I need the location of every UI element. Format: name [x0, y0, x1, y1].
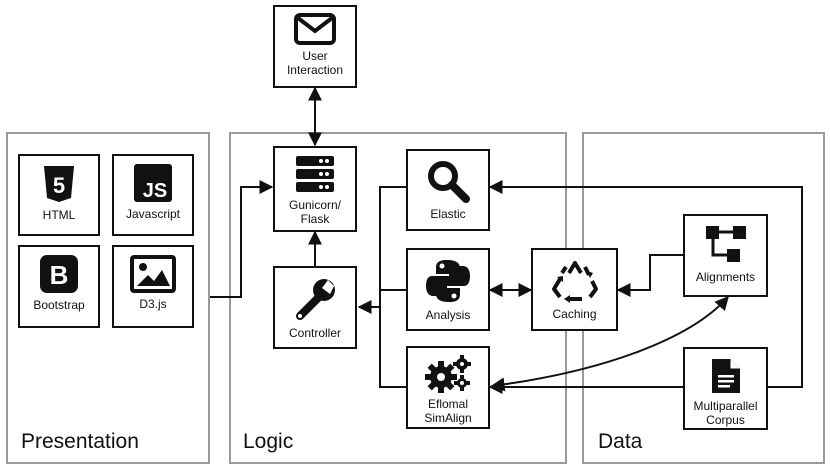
svg-text:JS: JS: [143, 180, 167, 202]
eflomal-label-1: Eflomal: [427, 397, 468, 411]
node-eflomal-simalign: Eflomal SimAlign: [406, 346, 490, 429]
node-controller: Controller: [273, 266, 357, 349]
html-label: HTML: [42, 208, 76, 222]
presentation-label: Presentation: [21, 430, 139, 453]
javascript-label: Javascript: [125, 207, 181, 221]
node-alignments: Alignments: [683, 214, 768, 297]
node-javascript: JS Javascript: [112, 154, 194, 236]
d3js-label: D3.js: [139, 297, 167, 311]
bootstrap-icon: B: [40, 255, 78, 293]
logic-label: Logic: [243, 430, 294, 453]
flowchart-icon: [705, 226, 746, 262]
data-label: Data: [598, 430, 643, 453]
recycle-icon: [551, 261, 598, 303]
gunicorn-label-2: Flask: [300, 212, 330, 226]
caching-label: Caching: [552, 307, 597, 321]
wrench-icon: [296, 279, 335, 320]
node-d3js: D3.js: [112, 245, 194, 328]
gunicorn-label-1: Gunicorn/: [288, 198, 342, 212]
user-interaction-label-2: Interaction: [286, 63, 344, 77]
server-icon: [296, 156, 334, 192]
node-caching: Caching: [531, 248, 618, 331]
node-gunicorn-flask: Gunicorn/ Flask: [273, 146, 357, 232]
node-bootstrap: B Bootstrap: [18, 245, 100, 328]
svg-text:B: B: [50, 260, 69, 290]
gears-icon: [425, 355, 471, 393]
elastic-label: Elastic: [430, 207, 466, 221]
node-elastic: Elastic: [406, 149, 490, 231]
analysis-label: Analysis: [425, 308, 471, 322]
node-html: 5 HTML: [18, 154, 100, 236]
user-interaction-label-1: User: [302, 49, 328, 63]
magnifier-icon: [428, 161, 470, 203]
svg-text:5: 5: [53, 173, 65, 198]
eflomal-label-2: SimAlign: [424, 411, 472, 425]
bootstrap-label: Bootstrap: [33, 298, 85, 312]
image-icon: [130, 255, 176, 293]
multiparallel-label-2: Corpus: [706, 413, 745, 427]
html5-icon: 5: [44, 166, 74, 202]
alignments-label: Alignments: [695, 270, 756, 284]
envelope-icon: [294, 13, 336, 45]
controller-label: Controller: [288, 326, 342, 340]
document-icon: [711, 359, 740, 393]
js-icon: JS: [134, 164, 172, 202]
node-multiparallel-corpus: Multiparallel Corpus: [683, 347, 768, 430]
presentation-panel: Presentation: [6, 132, 210, 464]
node-analysis: Analysis: [406, 248, 490, 331]
multiparallel-label-1: Multiparallel: [693, 399, 758, 413]
python-icon: [426, 260, 470, 302]
node-user-interaction: User Interaction: [273, 5, 357, 88]
